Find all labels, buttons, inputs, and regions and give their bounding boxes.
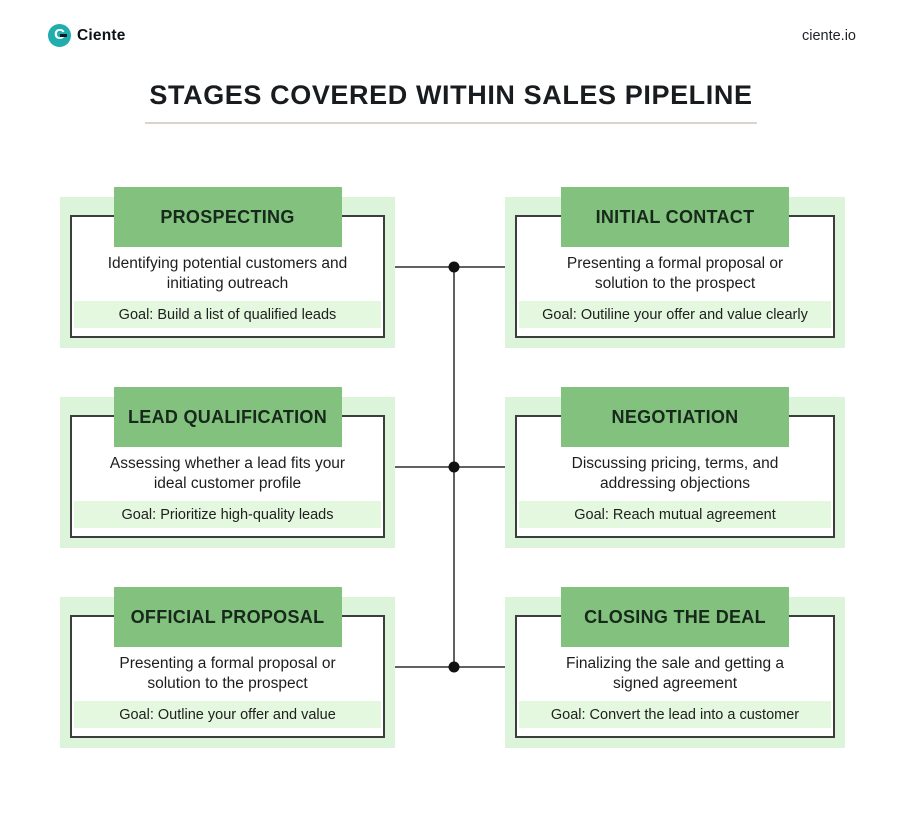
connector-node-dot-1 [448,261,460,273]
stage-description-wrap: Presenting a formal proposal or solution… [517,217,833,301]
stage-card-prospecting: Identifying potential customers and init… [60,187,395,348]
stage-goal: Goal: Prioritize high-quality leads [74,501,381,528]
logo-letter: C [54,27,65,42]
stage-description: Presenting a formal proposal or solution… [119,655,336,692]
stage-description: Presenting a formal proposal or solution… [566,255,784,292]
stage-card-initial-contact: Presenting a formal proposal or solution… [505,187,845,348]
stage-description: Finalizing the sale and getting a signed… [565,655,784,692]
stage-title: INITIAL CONTACT [561,187,789,247]
stage-title: OFFICIAL PROPOSAL [113,587,342,647]
stage-card-closing-the-deal: Finalizing the sale and getting a signed… [505,587,845,748]
stage-description: Assessing whether a lead fits your ideal… [109,455,346,492]
title-block: STAGES COVERED WITHIN SALES PIPELINE [0,80,902,124]
stage-title: LEAD QUALIFICATION [113,387,342,447]
page-title: STAGES COVERED WITHIN SALES PIPELINE [149,80,753,110]
stage-description-wrap: Assessing whether a lead fits your ideal… [72,417,383,501]
connector-node-dot-2 [448,461,460,473]
stage-description-wrap: Identifying potential customers and init… [72,217,383,301]
stage-goal: Goal: Outline your offer and value [74,701,381,728]
logo-text: Ciente [77,26,126,44]
stage-card-official-proposal: Presenting a formal proposal or solution… [60,587,395,748]
topbar: C Ciente ciente.io [48,24,856,47]
stage-goal: Goal: Outiline your offer and value clea… [519,301,831,328]
stage-goal: Goal: Reach mutual agreement [519,501,831,528]
connector-node-dot-3 [448,661,460,673]
stage-title: NEGOTIATION [561,387,789,447]
stage-description-wrap: Presenting a formal proposal or solution… [72,617,383,701]
stage-goal: Goal: Convert the lead into a customer [519,701,831,728]
stage-goal: Goal: Build a list of qualified leads [74,301,381,328]
stage-description-wrap: Discussing pricing, terms, and addressin… [517,417,833,501]
stage-description-wrap: Finalizing the sale and getting a signed… [517,617,833,701]
stage-card-negotiation: Discussing pricing, terms, and addressin… [505,387,845,548]
stage-description: Discussing pricing, terms, and addressin… [571,455,779,492]
stage-description: Identifying potential customers and init… [107,255,348,292]
ciente-logo-icon: C [48,24,71,47]
ciente-logo: C Ciente [48,24,126,47]
stage-title: PROSPECTING [113,187,342,247]
title-underline [145,122,757,124]
website-url: ciente.io [801,27,856,44]
logo-bar [60,34,67,37]
stage-card-lead-qualification: Assessing whether a lead fits your ideal… [60,387,395,548]
stage-title: CLOSING THE DEAL [561,587,789,647]
